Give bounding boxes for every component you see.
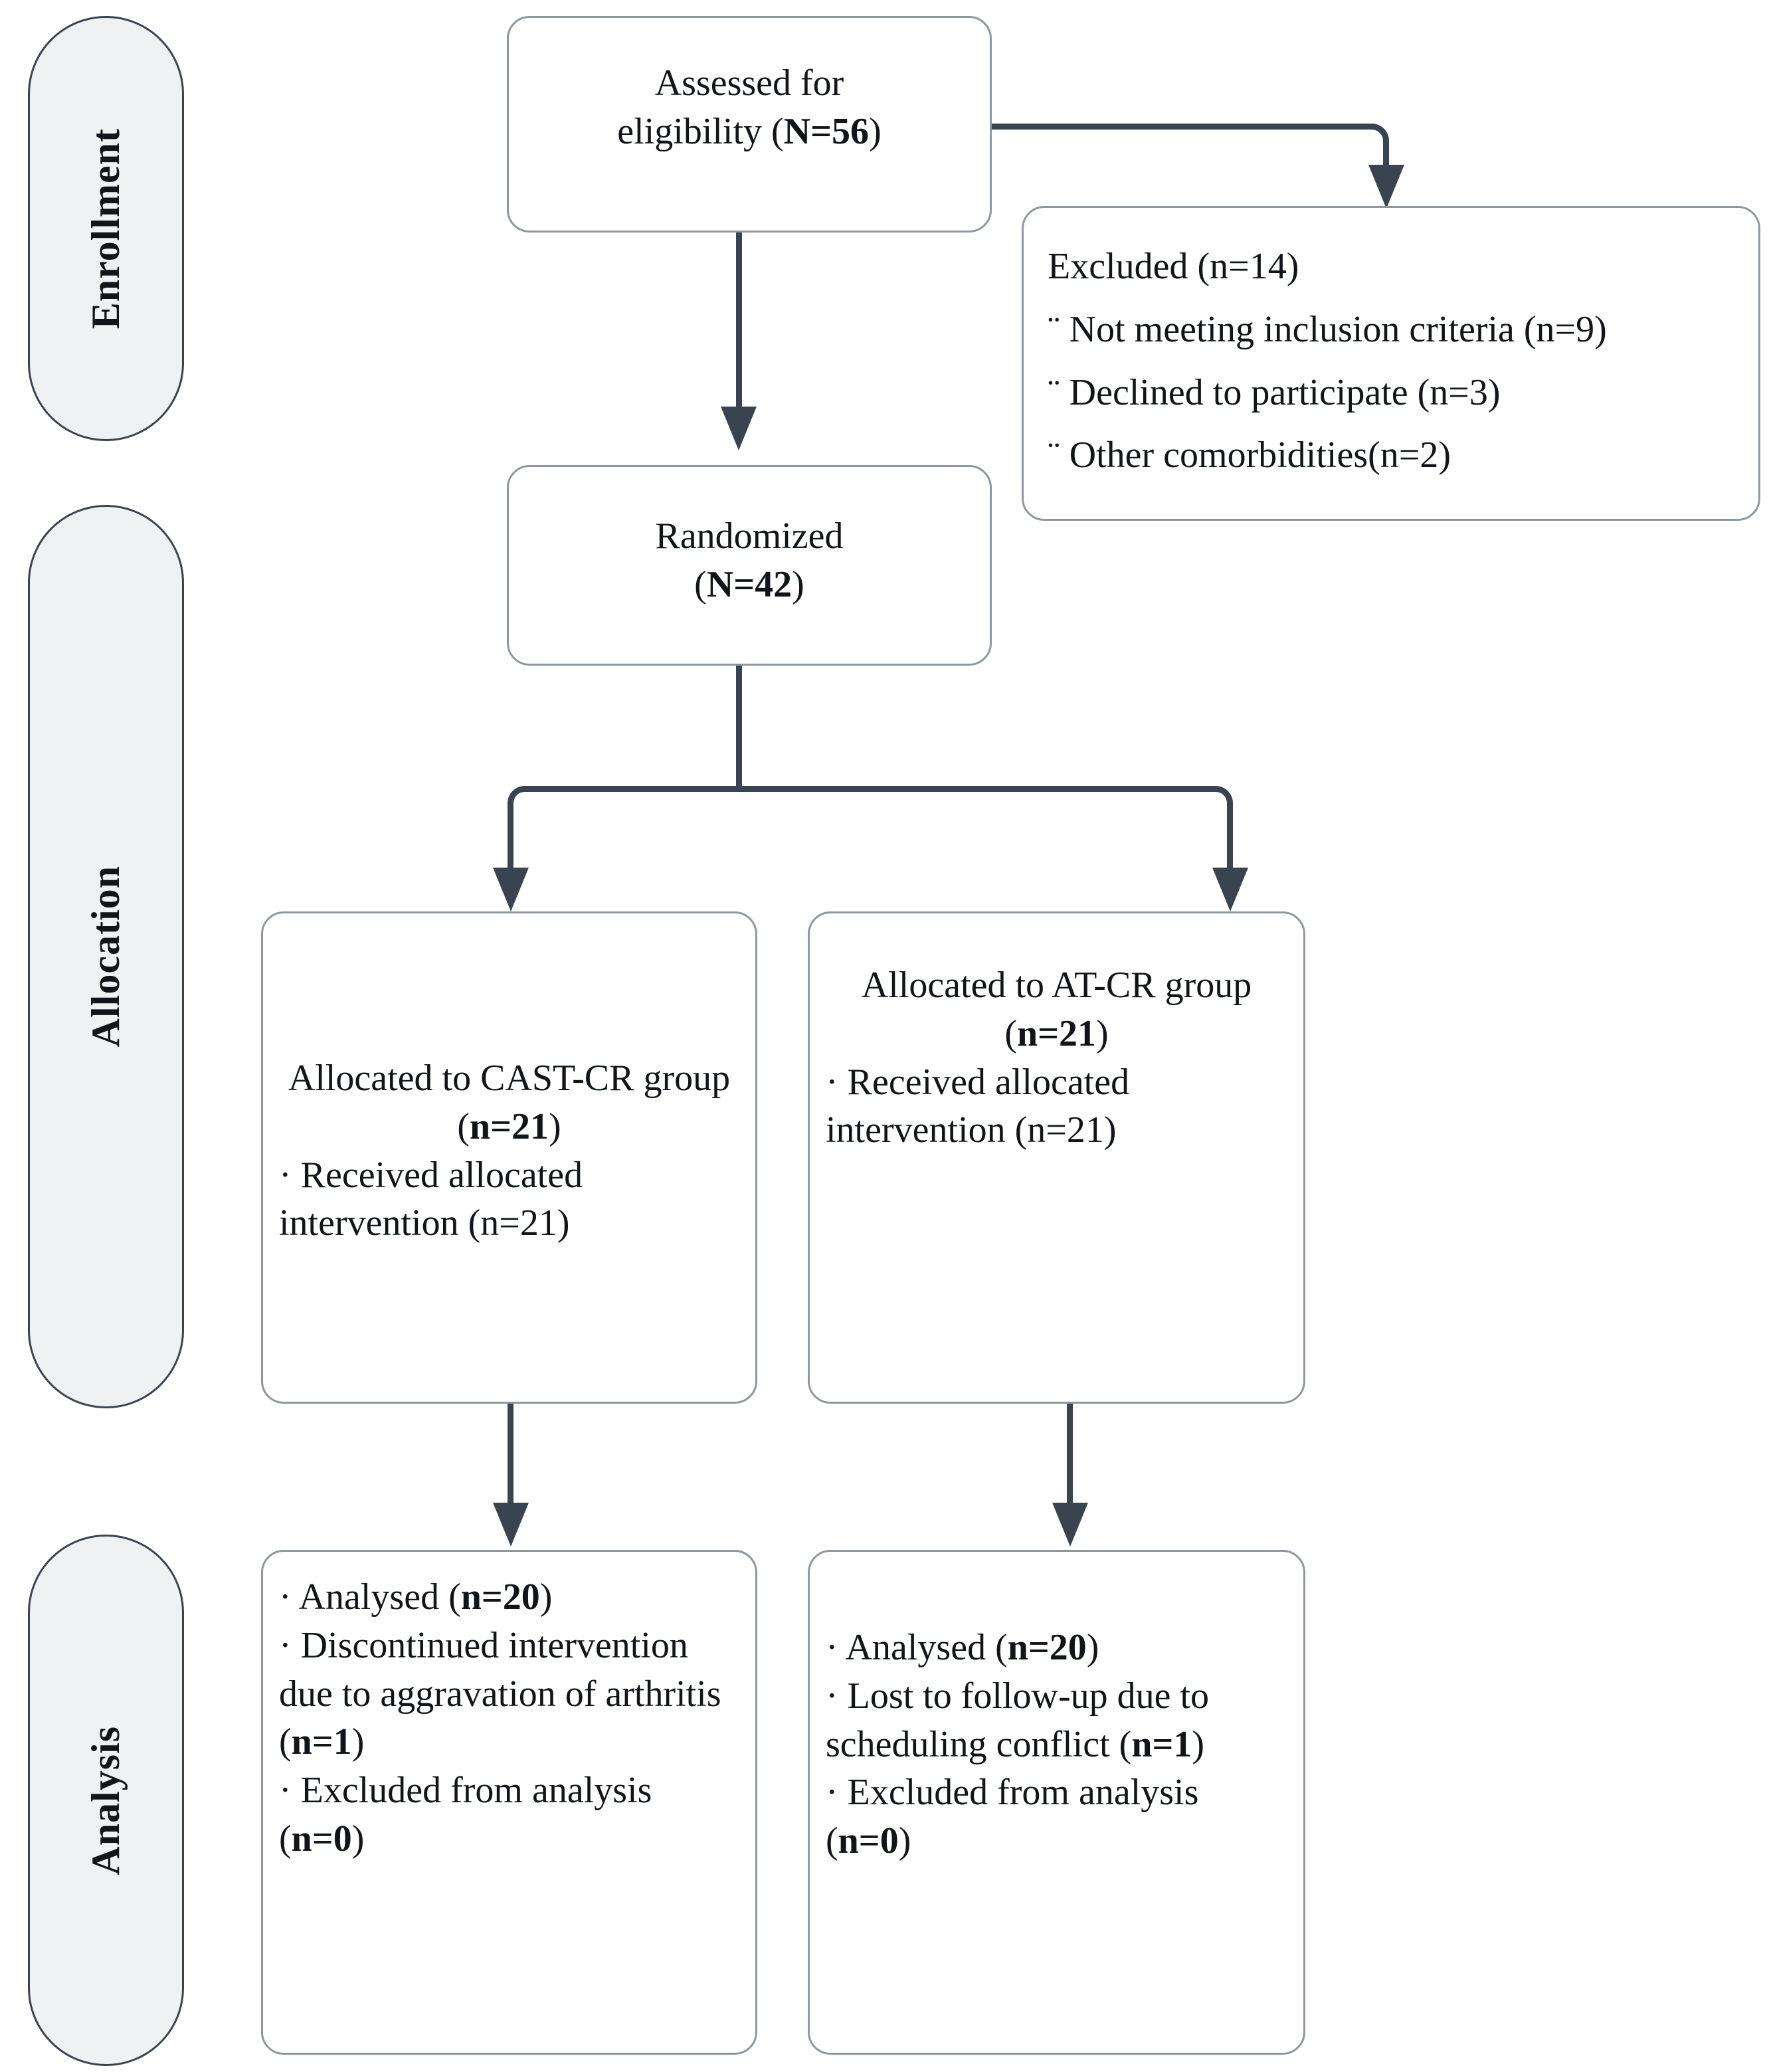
- arrowhead-to-randomized: [721, 407, 757, 450]
- analysis-left-item-analysed: · Analysed (n=20): [279, 1573, 739, 1622]
- arrowhead-to-excluded: [1368, 165, 1404, 209]
- excluded-heading: Excluded (n=14): [1048, 246, 1299, 287]
- analysis-right-lost-suffix: ): [1192, 1723, 1205, 1765]
- eligibility-total-n: N=56: [783, 110, 870, 152]
- alloc-right-list-item: · Received allocated intervention (n=21): [826, 1058, 1287, 1155]
- eligibility-line-2-suffix: ): [869, 110, 882, 152]
- stage-pill-analysis: Analysis: [28, 1535, 184, 2066]
- randomized-line-2-suffix: ): [792, 563, 804, 605]
- analysis-left-discontinued-suffix: ): [351, 1721, 365, 1763]
- analysis-left-excluded-suffix: ): [351, 1818, 365, 1859]
- stage-label-enrollment: Enrollment: [84, 128, 128, 330]
- bullet-mark-icon: ¨: [1048, 371, 1060, 413]
- eligibility-line-2: eligibility (N=56): [526, 108, 973, 156]
- box-allocation-cast-cr: Allocated to CAST-CR group (n=21) · Rece…: [261, 911, 757, 1404]
- alloc-right-heading: Allocated to AT-CR group (n=21): [826, 961, 1287, 1058]
- analysis-left-item-excluded: · Excluded from analysis (n=0): [279, 1766, 739, 1863]
- analysis-right-excluded-n: n=0: [838, 1820, 899, 1862]
- excluded-item-text: Not meeting inclusion criteria (n=9): [1069, 308, 1607, 350]
- analysis-right-excluded-suffix: ): [898, 1820, 911, 1862]
- analysis-right-item-analysed: · Analysed (n=20): [826, 1624, 1287, 1672]
- connector-split-bar: [525, 786, 1216, 792]
- connector-elbow-corner: [1354, 124, 1389, 158]
- eligibility-line-1: Assessed for: [654, 62, 844, 104]
- bullet-mark-icon: ·: [826, 1061, 838, 1103]
- excluded-list-item: ¨ Not meeting inclusion criteria (n=9): [1048, 306, 1734, 354]
- stage-label-analysis: Analysis: [84, 1725, 128, 1875]
- connector-split-corner-right: [1198, 786, 1233, 820]
- analysis-left-excluded-n: n=0: [291, 1818, 352, 1859]
- excluded-item-text: Other comorbidities(n=2): [1069, 434, 1451, 476]
- eligibility-line-2-prefix: eligibility (: [617, 110, 784, 152]
- randomized-total-n: N=42: [706, 563, 792, 605]
- arrowhead-to-alloc-left: [493, 868, 529, 911]
- excluded-list-item: ¨ Declined to participate (n=3): [1048, 369, 1734, 417]
- bullet-mark-icon: ¨: [1048, 308, 1060, 350]
- alloc-right-item-text: Received allocated intervention (n=21): [826, 1061, 1130, 1151]
- bullet-mark-icon: ·: [826, 1627, 838, 1668]
- connector-eligibility-to-randomized: [736, 231, 742, 416]
- bullet-mark-icon: ·: [279, 1770, 292, 1812]
- alloc-left-n: n=21: [469, 1105, 549, 1147]
- randomized-line-1: Randomized: [655, 516, 844, 557]
- connector-split-corner-left: [508, 786, 542, 820]
- bullet-mark-icon: ·: [279, 1624, 292, 1666]
- bullet-mark-icon: ¨: [1048, 434, 1060, 476]
- bullet-mark-icon: ·: [826, 1675, 838, 1717]
- analysis-left-analysed-suffix: ): [539, 1576, 553, 1618]
- analysis-left-discontinued-n: n=1: [291, 1721, 352, 1763]
- box-analysis-cast-cr: · Analysed (n=20) · Discontinued interve…: [261, 1550, 757, 2055]
- connector-eligibility-to-excluded-vertical: [1383, 153, 1389, 169]
- randomized-line-2-prefix: (: [694, 563, 707, 605]
- alloc-left-heading: Allocated to CAST-CR group (n=21): [279, 1054, 739, 1151]
- connector-eligibility-to-excluded-horizontal: [990, 124, 1372, 130]
- analysis-left-analysed-prefix: Analysed (: [298, 1576, 461, 1618]
- analysis-right-lost-prefix: Lost to follow-up due to scheduling conf…: [826, 1675, 1210, 1765]
- connector-split-to-alloc-left: [508, 816, 513, 876]
- analysis-right-excluded-prefix: Excluded from analysis (: [826, 1772, 1199, 1862]
- stage-pill-enrollment: Enrollment: [28, 16, 184, 441]
- analysis-left-analysed-n: n=20: [460, 1576, 540, 1618]
- stage-pill-allocation: Allocation: [28, 505, 184, 1408]
- box-analysis-at-cr: · Analysed (n=20) · Lost to follow-up du…: [808, 1550, 1305, 2055]
- alloc-right-heading-suffix: ): [1096, 1012, 1109, 1054]
- stage-label-allocation: Allocation: [84, 866, 128, 1048]
- analysis-left-item-discontinued: · Discontinued intervention due to aggra…: [279, 1622, 739, 1766]
- connector-randomized-stem: [736, 664, 742, 787]
- arrowhead-to-alloc-right: [1212, 868, 1248, 911]
- bullet-mark-icon: ·: [279, 1154, 292, 1196]
- excluded-list-item: ¨ Other comorbidities(n=2): [1048, 431, 1734, 480]
- analysis-right-item-excluded: · Excluded from analysis (n=0): [826, 1768, 1287, 1865]
- analysis-left-discontinued-prefix: Discontinued intervention due to aggrava…: [279, 1624, 721, 1763]
- randomized-line-2: (N=42): [526, 561, 973, 609]
- alloc-left-list-item: · Received allocated intervention (n=21): [279, 1151, 739, 1248]
- bullet-mark-icon: ·: [826, 1772, 838, 1814]
- box-randomized: Randomized (N=42): [507, 465, 992, 666]
- excluded-item-text: Declined to participate (n=3): [1069, 371, 1501, 413]
- connector-split-to-alloc-right: [1227, 816, 1233, 876]
- box-allocation-at-cr: Allocated to AT-CR group (n=21) · Receiv…: [808, 911, 1305, 1404]
- alloc-left-item-text: Received allocated intervention (n=21): [279, 1154, 583, 1244]
- alloc-left-heading-prefix: Allocated to CAST-CR group (: [288, 1058, 731, 1147]
- connector-alloc-left-to-analysis-left: [508, 1404, 513, 1510]
- analysis-right-analysed-suffix: ): [1086, 1627, 1099, 1668]
- connector-alloc-right-to-analysis-right: [1067, 1404, 1073, 1510]
- box-assessed-for-eligibility: Assessed for eligibility (N=56): [507, 16, 992, 233]
- analysis-right-analysed-prefix: Analysed (: [845, 1627, 1008, 1668]
- analysis-right-lost-n: n=1: [1131, 1723, 1192, 1765]
- analysis-left-excluded-prefix: Excluded from analysis (: [279, 1770, 652, 1859]
- alloc-right-heading-prefix: Allocated to AT-CR group (: [861, 965, 1252, 1054]
- alloc-left-heading-suffix: ): [549, 1105, 561, 1147]
- analysis-right-analysed-n: n=20: [1007, 1627, 1087, 1668]
- alloc-right-n: n=21: [1016, 1012, 1097, 1054]
- analysis-right-item-lost: · Lost to follow-up due to scheduling co…: [826, 1672, 1287, 1769]
- arrowhead-to-analysis-left: [493, 1503, 529, 1547]
- arrowhead-to-analysis-right: [1052, 1503, 1088, 1547]
- bullet-mark-icon: ·: [279, 1576, 292, 1618]
- box-excluded: Excluded (n=14) ¨ Not meeting inclusion …: [1022, 206, 1760, 521]
